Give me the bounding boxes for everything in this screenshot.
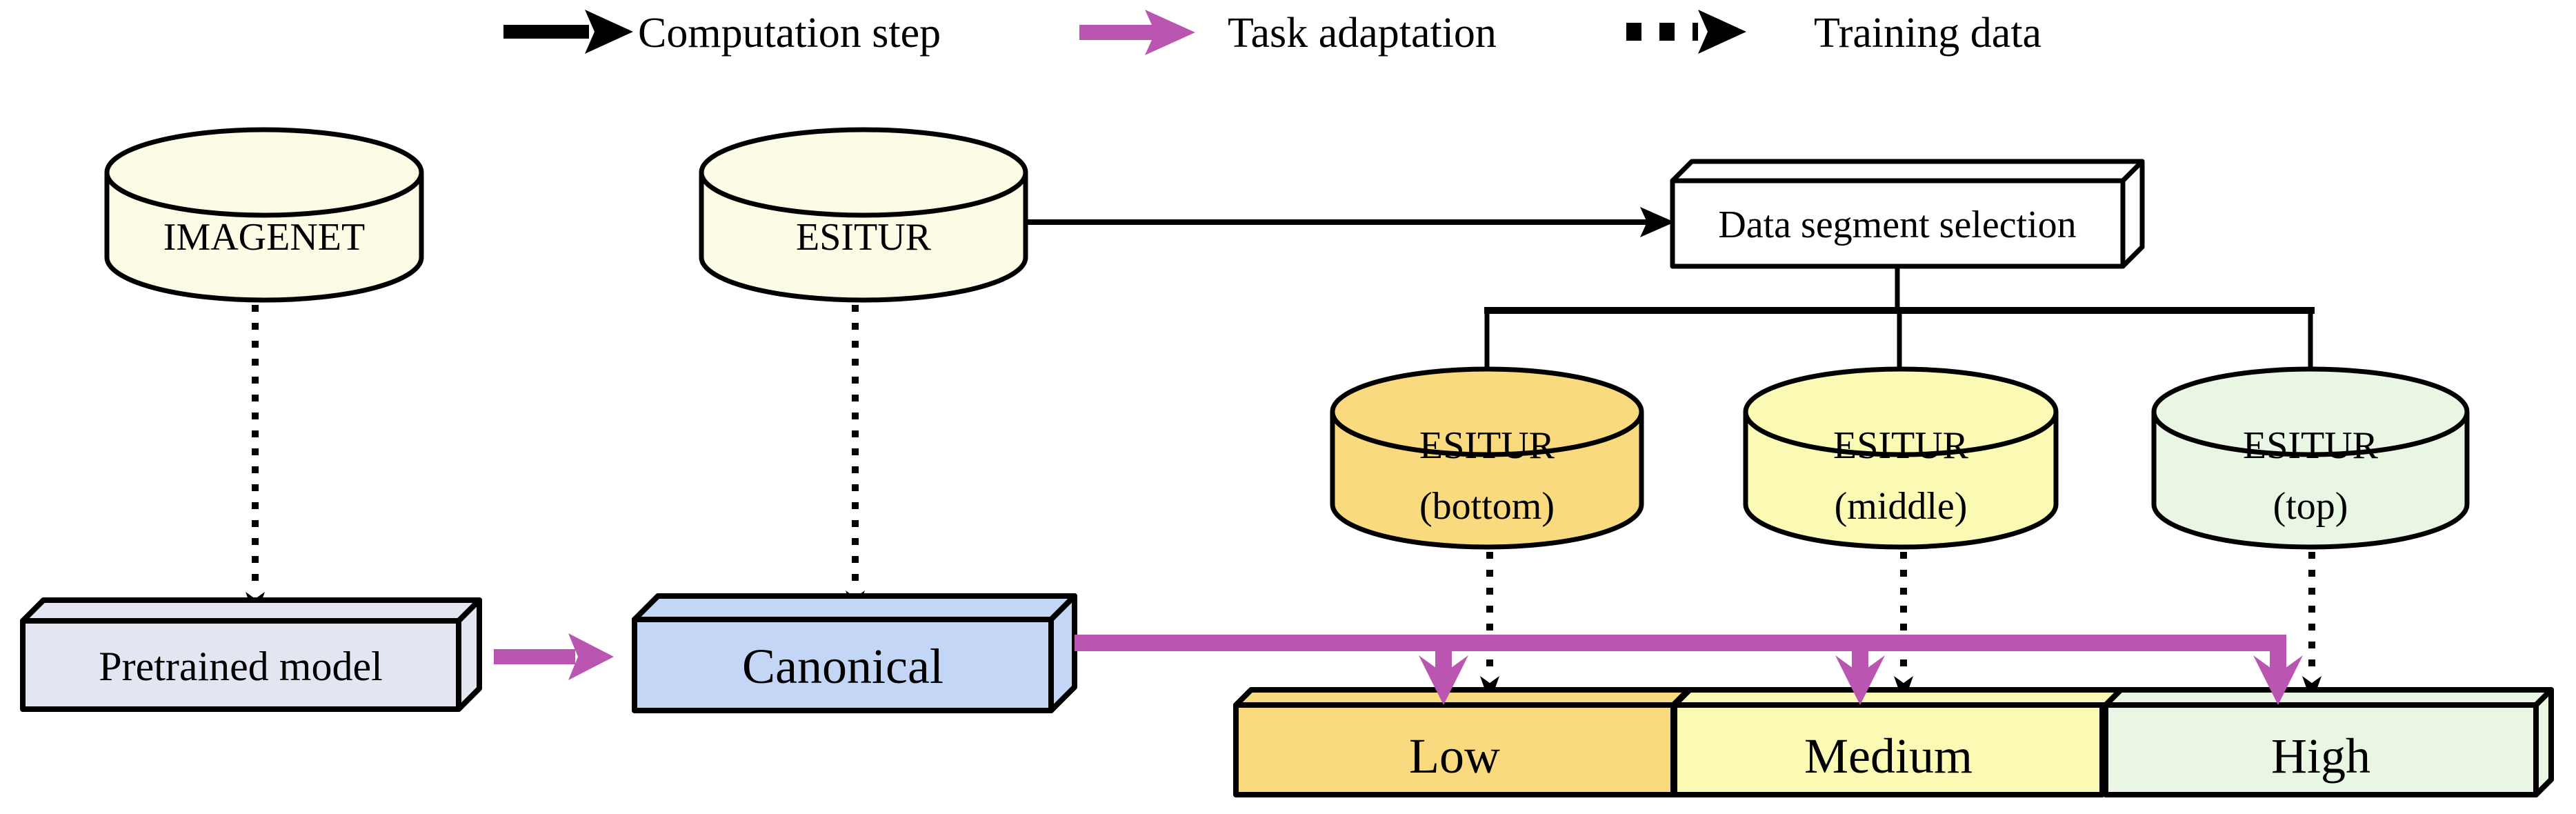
canonical-label: Canonical bbox=[742, 639, 943, 694]
esitur-middle-cylinder-top bbox=[1743, 366, 2059, 457]
pretrained-box-front bbox=[20, 618, 461, 712]
node-esitur: ESITUR bbox=[699, 127, 1028, 303]
branch-connectors bbox=[1484, 266, 2315, 376]
esitur-bottom-sublabel: (bottom) bbox=[1419, 485, 1555, 528]
legend-item-adaptation: Task adaptation bbox=[1079, 10, 1497, 57]
computation-arrowhead-icon bbox=[585, 10, 633, 54]
node-imagenet: IMAGENET bbox=[104, 127, 424, 303]
node-esitur-bottom: ESITUR (bottom) bbox=[1330, 366, 1644, 550]
low-box-front bbox=[1233, 702, 1676, 797]
pretrained-label: Pretrained model bbox=[99, 644, 383, 689]
edge-esitur-to-selection bbox=[1026, 207, 1675, 237]
data-segment-box-side bbox=[2120, 159, 2145, 269]
canonical-box-top bbox=[632, 593, 1077, 622]
node-data-segment-selection: Data segment selection bbox=[1670, 159, 2145, 269]
esitur-top-cylinder-top bbox=[2151, 366, 2470, 457]
node-low: Low bbox=[1233, 687, 1691, 797]
computation-arrow-icon bbox=[503, 25, 589, 39]
esitur-middle-label: ESITUR bbox=[1833, 424, 1969, 467]
node-high: High bbox=[2103, 687, 2554, 797]
pretrained-box-side bbox=[456, 597, 482, 712]
node-esitur-middle: ESITUR (middle) bbox=[1743, 366, 2059, 550]
task-adaptation-arrowhead-icon bbox=[1145, 10, 1195, 55]
imagenet-label: IMAGENET bbox=[163, 216, 365, 259]
node-pretrained-model: Pretrained model bbox=[20, 597, 482, 712]
edge-pretrained-canonical-arrowhead-icon bbox=[568, 633, 614, 680]
edge-pretrained-canonical-shaft bbox=[494, 649, 575, 664]
legend-adaptation-label: Task adaptation bbox=[1228, 10, 1497, 57]
canonical-box-front bbox=[632, 617, 1054, 713]
high-box-front bbox=[2103, 702, 2539, 797]
esitur-top-label: ESITUR bbox=[2243, 424, 2379, 467]
data-segment-box-front bbox=[1670, 178, 2126, 269]
training-data-arrowhead-icon bbox=[1698, 10, 1746, 54]
node-medium: Medium bbox=[1672, 687, 2124, 797]
medium-box-front bbox=[1672, 702, 2105, 797]
esitur-bottom-label: ESITUR bbox=[1419, 424, 1555, 467]
legend: Computation step Task adaptation Trainin… bbox=[503, 10, 2041, 57]
pretrained-box-top bbox=[20, 597, 482, 624]
low-label: Low bbox=[1409, 728, 1500, 784]
legend-computation-label: Computation step bbox=[638, 10, 941, 57]
canonical-box-side bbox=[1048, 593, 1077, 713]
edge-canonical-high-arrowhead-icon bbox=[2253, 655, 2303, 705]
esitur-top-sublabel: (top) bbox=[2273, 485, 2348, 528]
edge-canonical-low-arrowhead-icon bbox=[1419, 655, 1468, 705]
esitur-middle-sublabel: (middle) bbox=[1835, 485, 1968, 528]
esitur-bottom-cylinder-top bbox=[1330, 366, 1644, 457]
imagenet-cylinder-top bbox=[104, 127, 424, 218]
edge-canonical-medium-arrowhead-icon bbox=[1835, 655, 1885, 705]
task-adaptation-arrow-icon bbox=[1079, 25, 1155, 40]
high-label: High bbox=[2271, 728, 2370, 784]
esitur-label: ESITUR bbox=[796, 216, 932, 259]
node-esitur-top: ESITUR (top) bbox=[2151, 366, 2470, 550]
esitur-cylinder-top bbox=[699, 127, 1028, 218]
legend-item-computation: Computation step bbox=[503, 10, 941, 57]
legend-training-label: Training data bbox=[1814, 10, 2041, 57]
data-segment-box-top bbox=[1670, 159, 2145, 183]
data-segment-label: Data segment selection bbox=[1718, 204, 2076, 246]
medium-label: Medium bbox=[1804, 728, 1973, 784]
edge-canonical-trunk bbox=[1075, 635, 2286, 651]
task-adaptation-edges bbox=[494, 633, 2303, 705]
computation-edge-arrowhead-icon bbox=[1640, 207, 1675, 237]
node-canonical: Canonical bbox=[632, 593, 1077, 713]
legend-item-training: Training data bbox=[1626, 10, 2041, 57]
